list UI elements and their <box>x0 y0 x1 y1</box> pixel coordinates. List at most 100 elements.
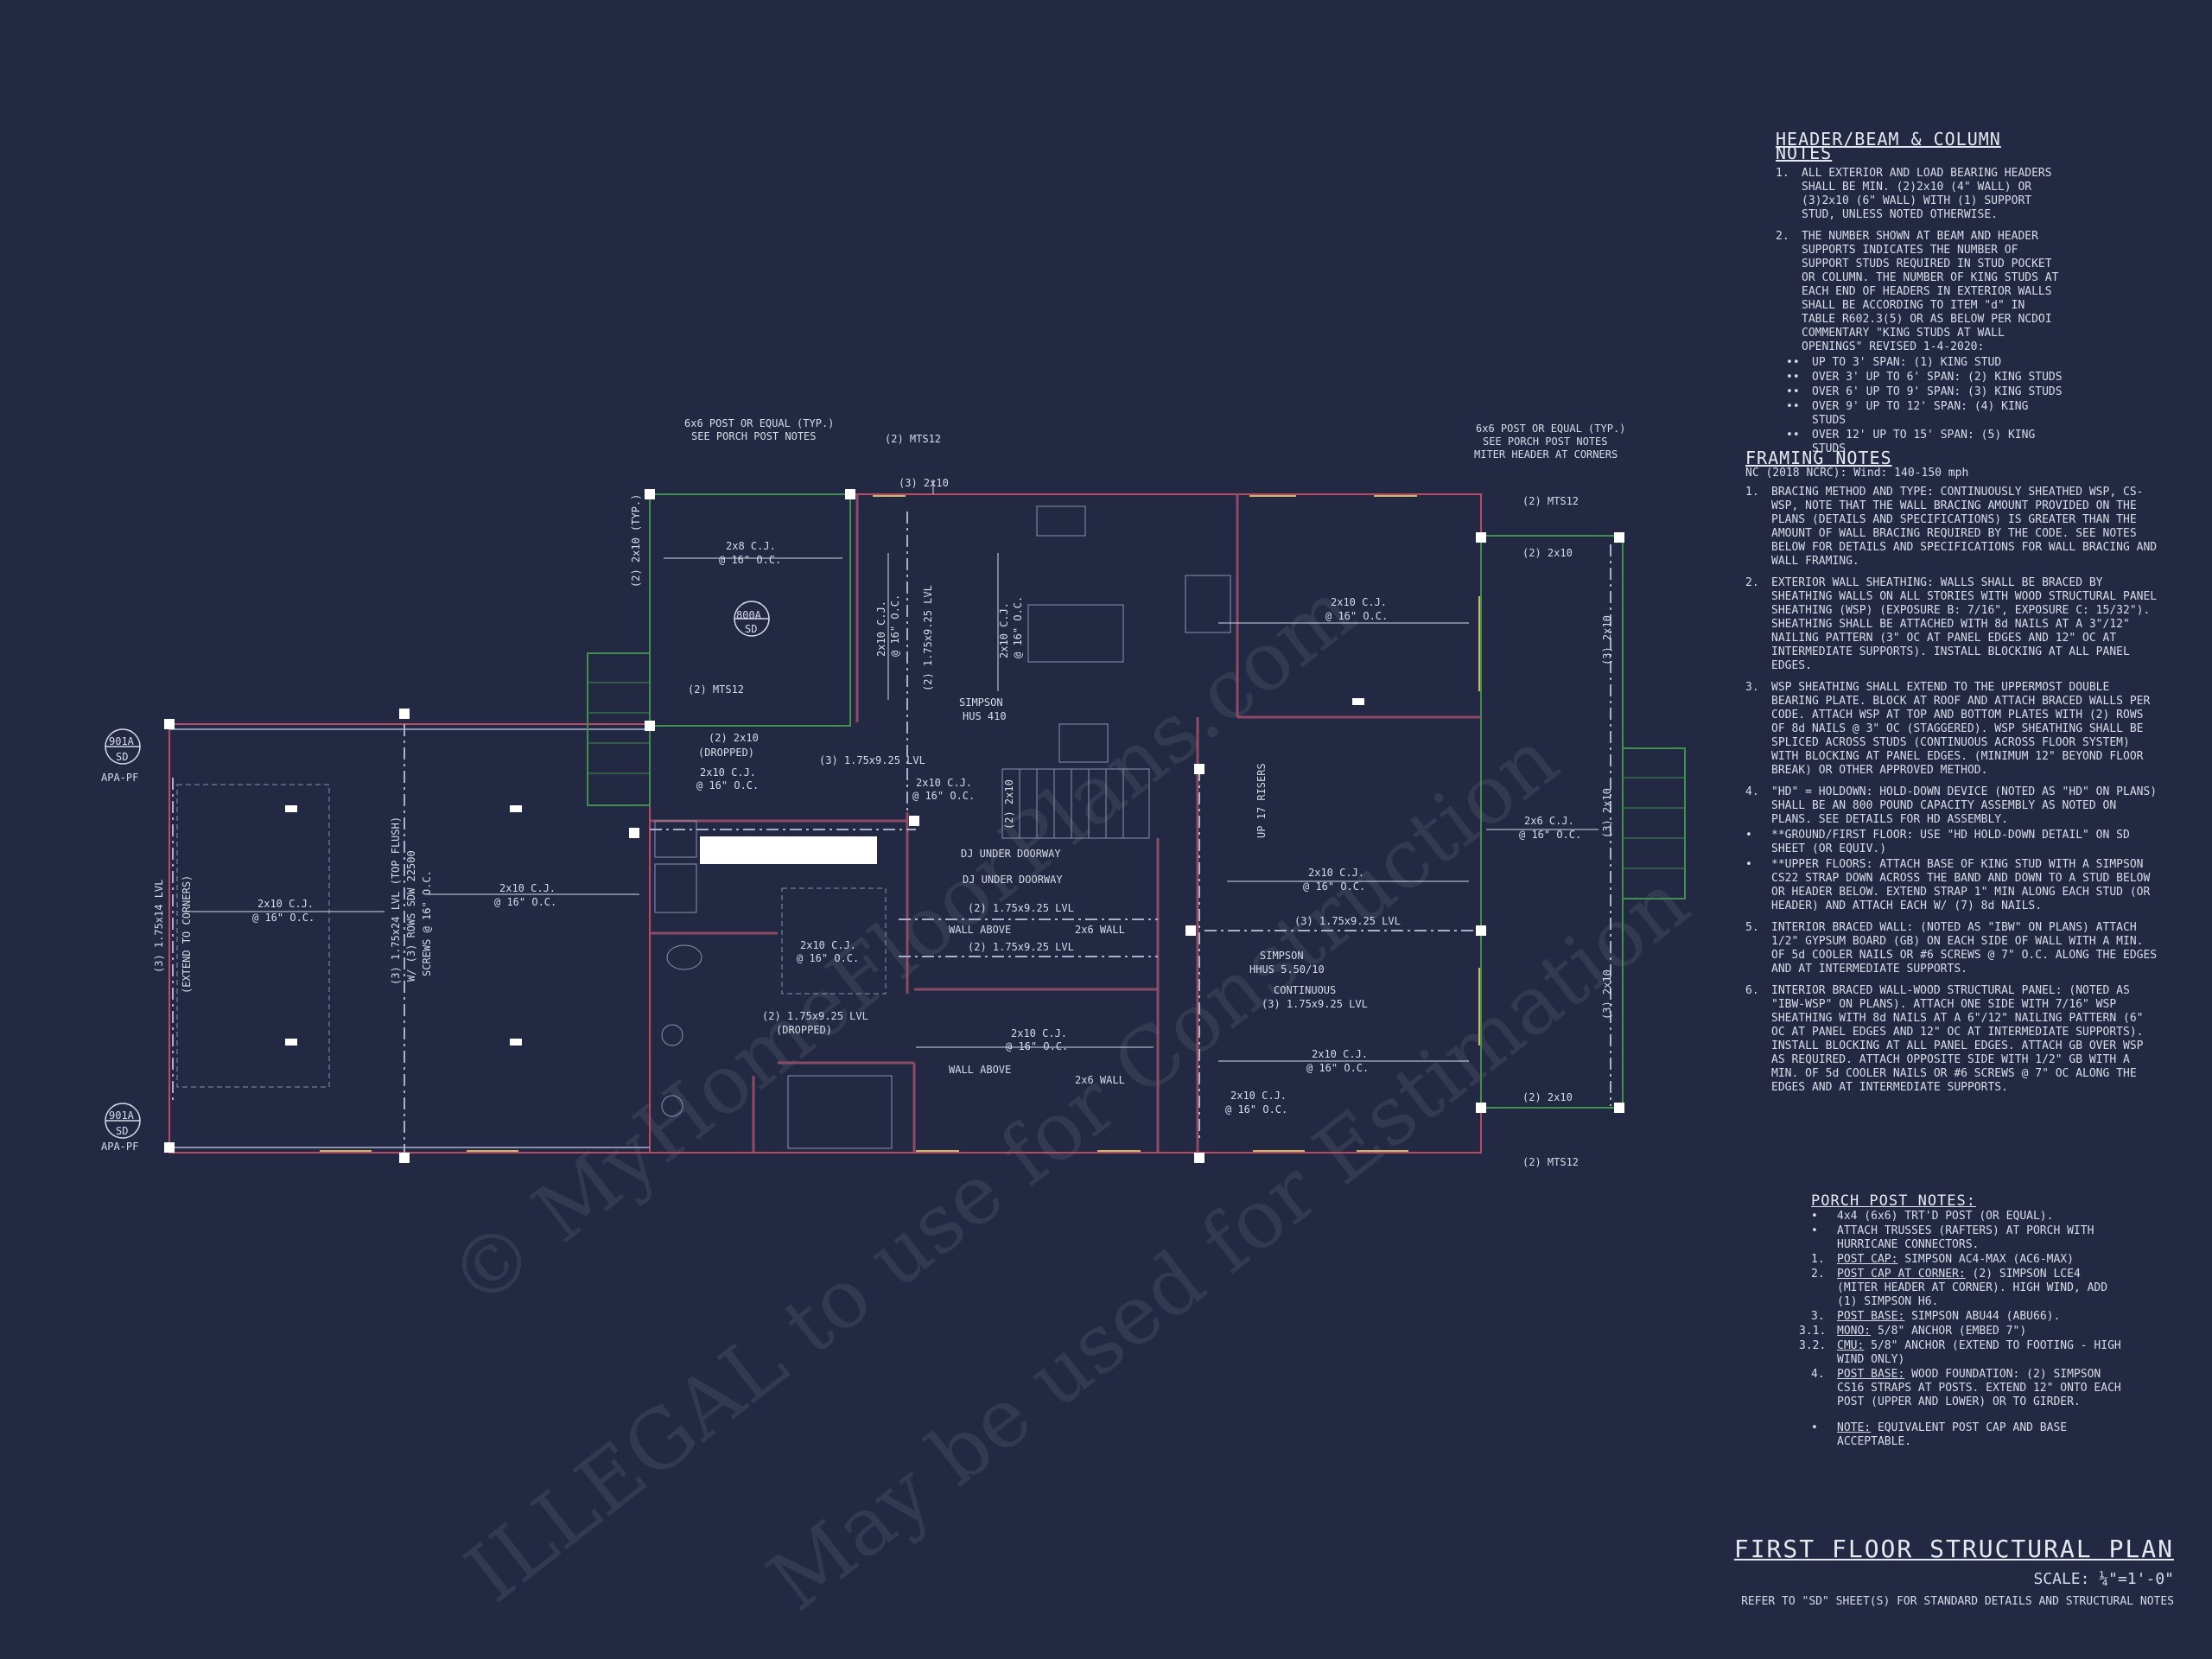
apa-pf-top: APA-PF <box>101 772 138 784</box>
label-cj-2x8: 2x8 C.J. <box>726 540 776 552</box>
porch-note-text: EQUIVALENT POST CAP AND BASE ACCEPTABLE. <box>1837 1421 2068 1448</box>
porch-note-3-2-label: CMU: <box>1837 1339 1865 1352</box>
label-dj-under-1: DJ UNDER DOORWAY <box>961 848 1061 860</box>
framing-note-5: 5. INTERIOR BRACED WALL: (NOTED AS "IBW" … <box>1745 921 2162 976</box>
porch-note-3-1: 3.1.MONO: 5/8" ANCHOR (EMBED 7") <box>1799 1325 2122 1338</box>
label-mts12-b: (2) MTS12 <box>688 683 744 696</box>
label-up-risers: UP 17 RISERS <box>1255 763 1268 838</box>
tag-sd-bottom: SD <box>116 1125 128 1137</box>
porch-notes-title: PORCH POST NOTES: <box>1811 1192 1976 1210</box>
porch-note-3-1-num: 3.1. <box>1799 1325 1827 1338</box>
porch-bullet-1-text: 4x4 (6x6) TRT'D POST (OR EQUAL). <box>1837 1210 2054 1223</box>
label-post-right-3: MITER HEADER AT CORNERS <box>1474 448 1618 461</box>
label-wall-2x6-2: 2x6 WALL <box>1075 1074 1125 1086</box>
porch-note-4: 4.POST BASE: WOOD FOUNDATION: (2) SIMPSO… <box>1811 1368 2122 1409</box>
label-oc-1: @ 16" O.C. <box>719 554 781 566</box>
header-bullet-2-text: OVER 3' UP TO 6' SPAN: (2) KING STUDS <box>1812 371 2063 384</box>
header-bullet-3: ••OVER 6' UP TO 9' SPAN: (3) KING STUDS <box>1786 385 2063 398</box>
label-cj-mid-2: 2x10 C.J. <box>916 777 972 789</box>
label-cj-vertical-2: 2x10 C.J. <box>998 602 1010 658</box>
label-lvl-top-flush: (3) 1.75x24 LVL (TOP FLUSH) <box>390 817 402 985</box>
framing-notes-subtitle: NC (2018 NCRC): Wind: 140-150 mph <box>1745 467 1969 480</box>
framing-note-3-num: 3. <box>1745 681 1759 694</box>
framing-note-1: 1. BRACING METHOD AND TYPE: CONTINUOUSLY … <box>1745 486 2162 569</box>
label-lvl-dropped: (2) 1.75x9.25 LVL <box>762 1010 868 1022</box>
label-post-right-2: SEE PORCH POST NOTES <box>1483 435 1608 448</box>
framing-note-1-num: 1. <box>1745 486 1759 499</box>
tag-800a: 800A <box>736 609 762 621</box>
label-cj-vertical-1: 2x10 C.J. <box>875 601 887 657</box>
label-simpson-hhus: SIMPSON <box>1260 950 1304 962</box>
label-cj-east-b: @ 16" O.C. <box>1519 829 1581 841</box>
porch-note-1-text: SIMPSON AC4-MAX (AC6-MAX) <box>1897 1253 2074 1266</box>
label-post-left-2: SEE PORCH POST NOTES <box>691 430 817 442</box>
framing-note-6-text: INTERIOR BRACED WALL-WOOD STRUCTURAL PAN… <box>1771 984 2144 1094</box>
label-cj-bottom-3: 2x10 C.J. <box>1230 1090 1287 1102</box>
label-dropped: (DROPPED) <box>698 747 754 759</box>
porch-note-3-2-text: 5/8" ANCHOR (EXTEND TO FOOTING - HIGH WI… <box>1837 1339 2121 1366</box>
plan-reference: REFER TO "SD" SHEET(S) FOR STANDARD DETA… <box>1741 1595 2174 1608</box>
label-lvl-left: (3) 1.75x14 LVL <box>153 880 165 973</box>
porch-north <box>649 493 851 727</box>
header-beam-column-notes: HEADER/BEAM & COLUMN NOTES 1. ALL EXTERI… <box>1776 130 2063 457</box>
label-typ-2x10: (2) 2x10 (TYP.) <box>630 494 642 588</box>
label-cj-right-2b: @ 16" O.C. <box>1303 880 1365 893</box>
label-wall-2x6-1: 2x6 WALL <box>1075 924 1125 936</box>
framing-note-4-text: "HD" = HOLDOWN: HOLD-DOWN DEVICE (NOTED … <box>1771 785 2158 826</box>
label-cj-left-2: 2x10 C.J. <box>499 882 556 894</box>
label-cj-vertical-2b: @ 16" O.C. <box>1012 596 1024 658</box>
label-lvl-2-1: (2) 1.75x9.25 LVL <box>968 902 1074 914</box>
label-lvl-3-1: (3) 1.75x9.25 LVL <box>819 754 925 766</box>
framing-note-5-text: INTERIOR BRACED WALL: (NOTED AS "IBW" ON… <box>1771 921 2158 976</box>
header-bullet-5-text: OVER 12' UP TO 15' SPAN: (5) KING STUDS <box>1812 429 2036 455</box>
framing-note-4: 4."HD" = HOLDOWN: HOLD-DOWN DEVICE (NOTE… <box>1745 785 2162 827</box>
label-cj-bottom-1b: @ 16" O.C. <box>1006 1040 1068 1052</box>
label-3-2x10-vertical-c: (3) 2x10 <box>1601 969 1613 1020</box>
porch-note-equivalent: •NOTE: EQUIVALENT POST CAP AND BASE ACCE… <box>1811 1421 2068 1448</box>
label-extend-corners: (EXTEND TO CORNERS) <box>181 875 193 994</box>
sheet-title-block: FIRST FLOOR STRUCTURAL PLAN SCALE: ¼"=1'… <box>1734 1535 2174 1608</box>
porch-note-4-label: POST BASE: <box>1837 1368 1905 1381</box>
label-cj-bottom-2b: @ 16" O.C. <box>1306 1062 1369 1074</box>
label-wall-above-2: WALL ABOVE <box>949 1064 1011 1076</box>
label-mts12-a: (2) MTS12 <box>885 433 941 445</box>
label-continuous: CONTINUOUS <box>1274 984 1336 996</box>
label-dropped-2: (DROPPED) <box>776 1024 832 1036</box>
label-cj-vertical-1b: @ 16" O.C. <box>889 594 901 657</box>
porch-bullet-2-text: ATTACH TRUSSES (RAFTERS) AT PORCH WITH H… <box>1837 1224 2094 1251</box>
framing-note-1-text: BRACING METHOD AND TYPE: CONTINUOUSLY SH… <box>1771 486 2158 568</box>
framing-note-3: 3.WSP SHEATHING SHALL EXTEND TO THE UPPE… <box>1745 681 2162 778</box>
label-mts12-c: (2) MTS12 <box>1522 495 1579 507</box>
label-cj-left-2b: @ 16" O.C. <box>494 896 556 908</box>
label-2x10-vertical: (2) 2x10 <box>1003 779 1015 830</box>
framing-subnote-1: •**GROUND/FIRST FLOOR: USE "HD HOLD-DOWN… <box>1745 829 2162 856</box>
header-bullet-1: ••UP TO 3' SPAN: (1) KING STUD <box>1786 356 2002 369</box>
framing-note-2-text: EXTERIOR WALL SHEATHING: WALLS SHALL BE … <box>1771 576 2158 672</box>
porch-note-3-2: 3.2. CMU: 5/8" ANCHOR (EXTEND TO FOOTING … <box>1799 1339 2122 1367</box>
label-cj-mid-1b: @ 16" O.C. <box>696 779 759 791</box>
framing-note-5-num: 5. <box>1745 921 1759 934</box>
porch-note-3-1-text: 5/8" ANCHOR (EMBED 7") <box>1871 1325 2027 1338</box>
label-rows-sdw: W/ (3) ROWS SDW 22500 <box>405 850 417 982</box>
apa-pf-bottom: APA-PF <box>101 1141 138 1153</box>
porch-post-notes: PORCH POST NOTES: •4x4 (6x6) TRT'D POST … <box>1799 1192 2122 1457</box>
porch-bullet-2: •ATTACH TRUSSES (RAFTERS) AT PORCH WITH … <box>1811 1224 2122 1252</box>
label-post-right: 6x6 POST OR EQUAL (TYP.) <box>1476 423 1625 435</box>
label-lvl-vertical-1: (2) 1.75x9.25 LVL <box>922 585 934 691</box>
porch-note-3-2-num: 3.2. <box>1799 1339 1827 1352</box>
header-bullet-3-text: OVER 6' UP TO 9' SPAN: (3) KING STUDS <box>1812 385 2063 398</box>
header-bullet-2: ••OVER 3' UP TO 6' SPAN: (2) KING STUDS <box>1786 371 2063 384</box>
header-note-2-text: THE NUMBER SHOWN AT BEAM AND HEADER SUPP… <box>1802 230 2059 353</box>
label-header-3-2x10: (3) 2x10 <box>899 477 949 489</box>
porch-note-1: 1.POST CAP: SIMPSON AC4-MAX (AC6-MAX) <box>1811 1253 2122 1267</box>
label-cj-left-b: @ 16" O.C. <box>252 912 315 924</box>
label-cj-bottom-3b: @ 16" O.C. <box>1225 1103 1287 1116</box>
tag-800a-sd: SD <box>745 623 757 635</box>
porch-note-2-num: 2. <box>1811 1268 1825 1281</box>
porch-note-2: 2.POST CAP AT CORNER: (2) SIMPSON LCE4 (… <box>1811 1268 2122 1309</box>
label-cj-bottom-1: 2x10 C.J. <box>1011 1027 1067 1039</box>
porch-note-3-label: POST BASE: <box>1837 1310 1905 1323</box>
label-header-2-2x10-top: (2) 2x10 <box>1522 547 1573 559</box>
label-simpson-hhus-2: HHUS 5.50/10 <box>1249 963 1325 976</box>
